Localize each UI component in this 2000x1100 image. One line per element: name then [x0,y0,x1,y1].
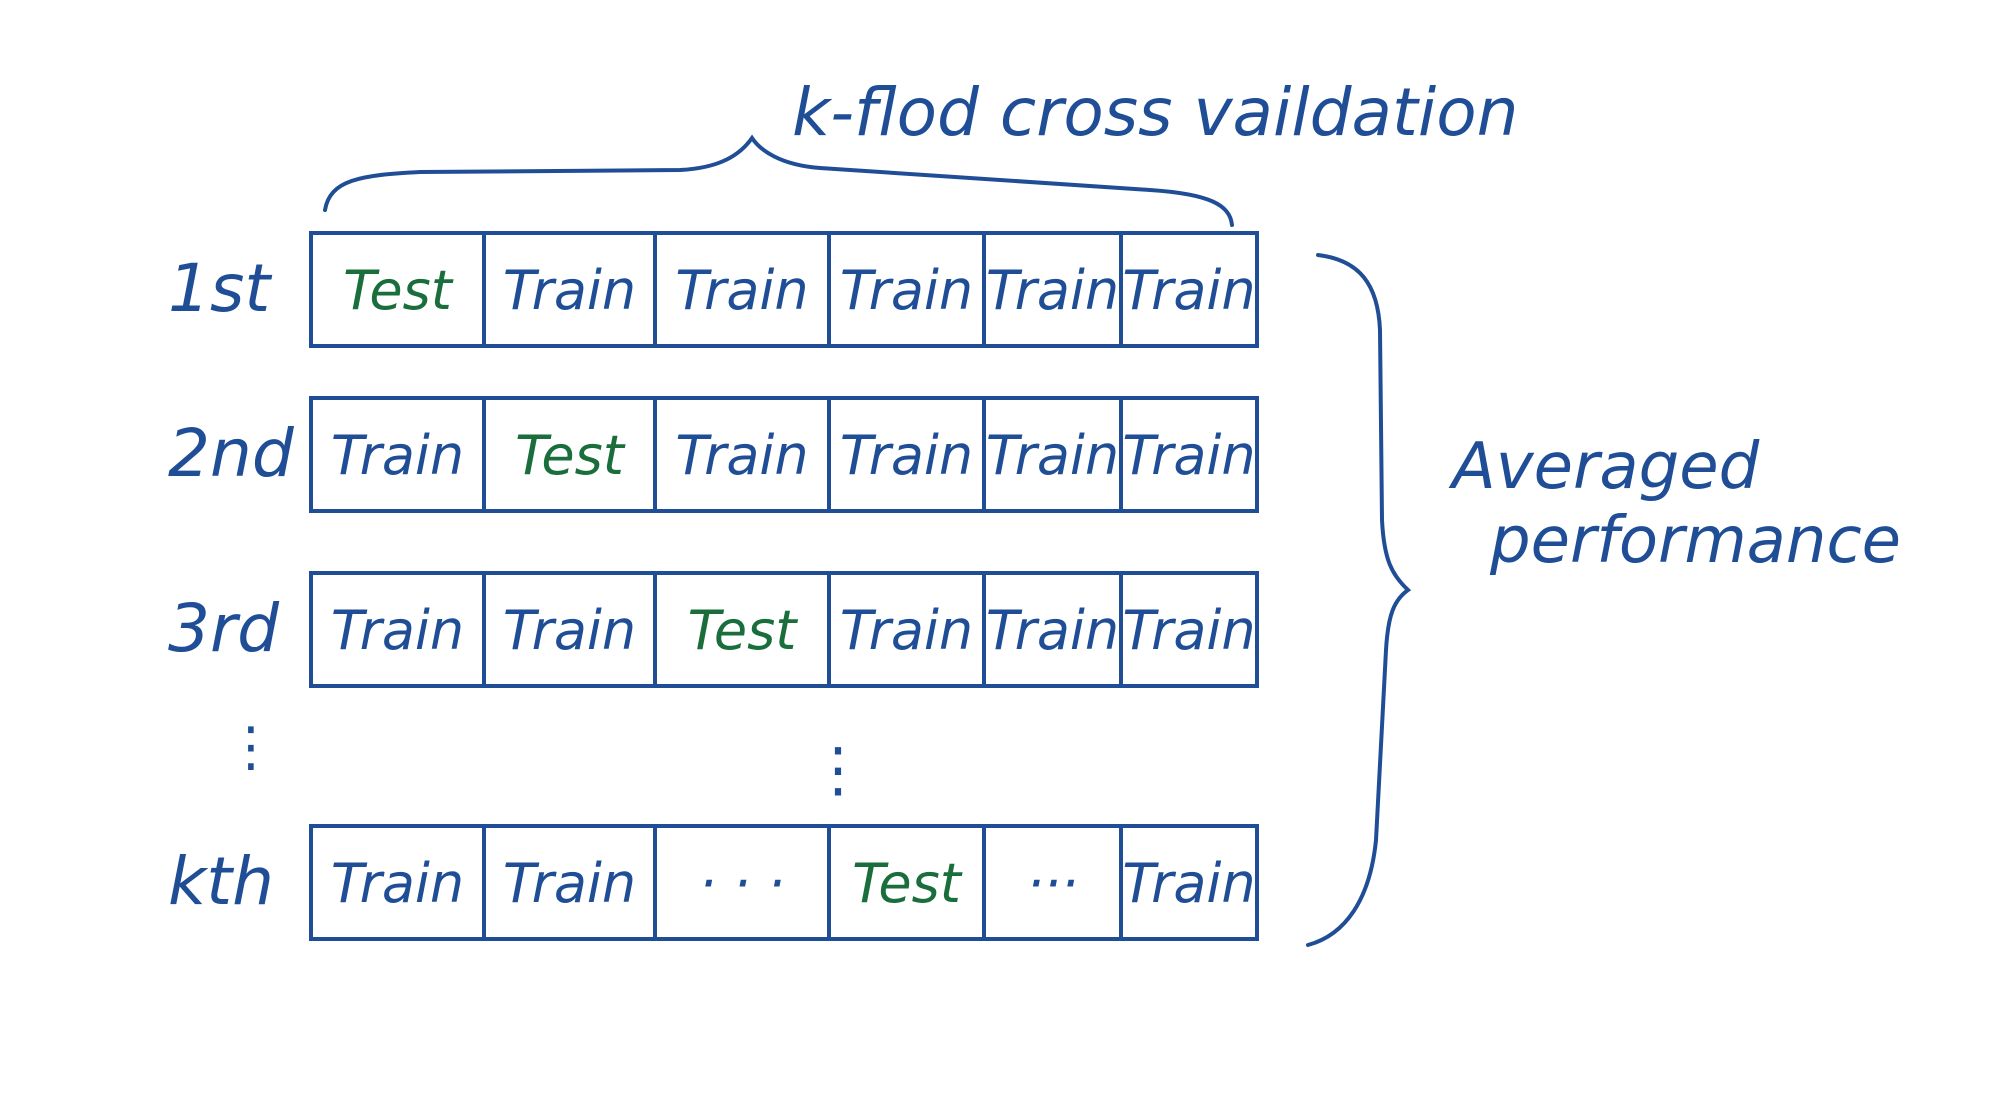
train-fold-cell: Train [503,599,636,662]
diagram-title: k-flod cross vaildation [792,74,1518,151]
left-vertical-ellipsis: ⋮ [224,715,278,778]
performance-label: performance [1489,504,1901,578]
fold-row-outline [309,396,1259,513]
fold-row-label: 3rd [168,590,280,667]
train-fold-cell: Train [986,599,1119,662]
train-fold-cell: Train [986,259,1119,322]
test-fold-cell: Test [852,852,963,915]
train-fold-cell: Train [1122,424,1255,487]
averaged-label: Averaged [1448,430,1760,504]
train-fold-cell: Train [331,599,464,662]
fold-row: kth Train Train · · · Test ··· Train [168,824,1259,941]
train-fold-cell: Train [1122,259,1255,322]
train-fold-cell: Train [840,259,973,322]
train-fold-cell: Train [331,852,464,915]
train-fold-cell: Train [675,259,808,322]
train-fold-cell: Train [986,424,1119,487]
train-fold-cell: Train [503,852,636,915]
center-vertical-ellipsis: ⋮ [808,735,868,805]
fold-row-outline [309,824,1259,941]
train-fold-cell: Train [503,259,636,322]
train-fold-cell: Train [1122,599,1255,662]
train-fold-cell: Train [840,599,973,662]
test-fold-cell: Test [515,424,626,487]
top-brace [323,134,1234,227]
train-fold-cell: · · · [699,852,785,915]
fold-row-outline [309,231,1259,348]
train-fold-cell: Train [675,424,808,487]
test-fold-cell: Test [688,599,799,662]
fold-row-label: 1st [168,250,272,327]
train-fold-cell: ··· [1027,852,1079,915]
fold-row-label: kth [168,843,274,920]
fold-row-outline [309,571,1259,688]
right-brace [1306,253,1412,947]
fold-row-label: 2nd [168,415,295,492]
train-fold-cell: Train [331,424,464,487]
train-fold-cell: Train [840,424,973,487]
test-fold-cell: Test [343,259,454,322]
train-fold-cell: Train [1122,852,1255,915]
